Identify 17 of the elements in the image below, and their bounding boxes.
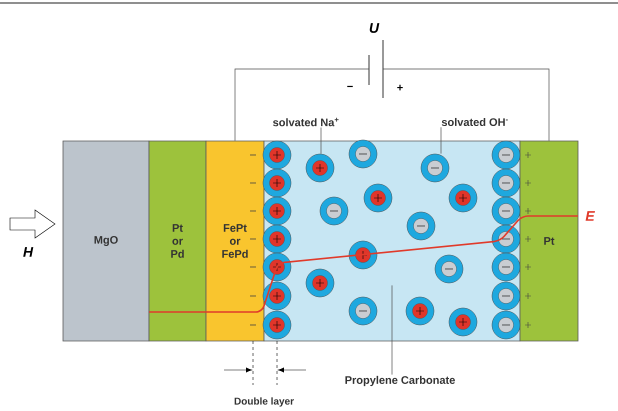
voltage-label: U	[370, 23, 380, 33]
polarity-sign: +	[397, 84, 403, 90]
leader-line	[440, 126, 442, 154]
ion-label: solvated OH$^{-}$	[442, 118, 508, 126]
wire	[234, 68, 370, 141]
metal-layer: Pt or Pd	[148, 140, 206, 342]
liquid-label: Propylene Carbonate	[345, 376, 455, 386]
battery-symbol	[368, 40, 384, 98]
wire	[382, 68, 550, 141]
magnetic-layer: FePt or FePd	[206, 140, 264, 342]
electrode-layer: Pt	[520, 140, 578, 342]
field-label: H	[23, 247, 34, 257]
ion-label: solvated Na$^{+}$	[273, 118, 339, 126]
dimension-label: Double layer	[234, 397, 294, 407]
polarity-sign: −	[347, 86, 353, 88]
leader-line	[320, 127, 322, 154]
substrate-layer: MgO	[62, 140, 150, 342]
